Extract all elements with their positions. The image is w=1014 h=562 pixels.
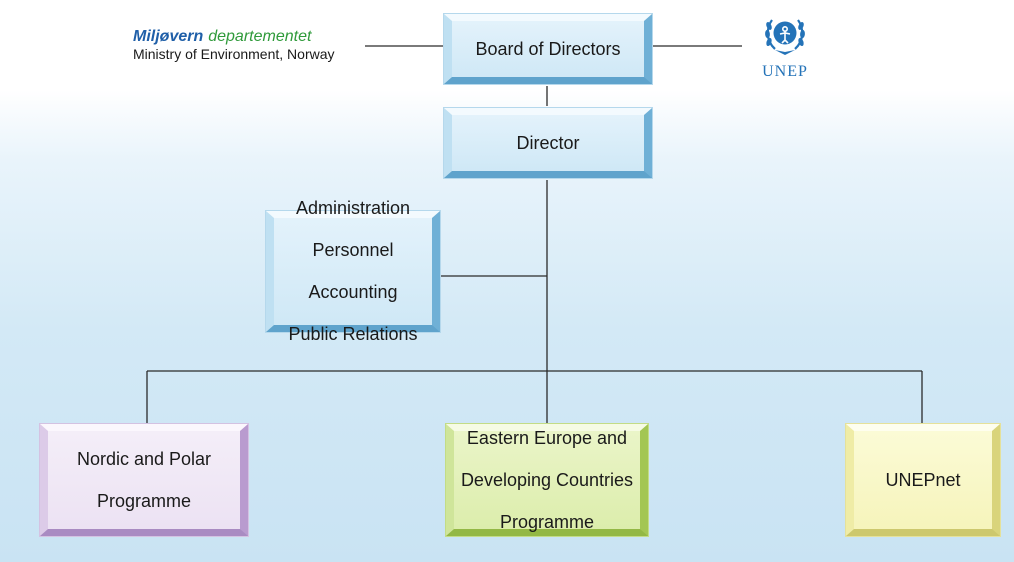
nordic-lines: Nordic and Polar Programme (77, 428, 211, 533)
administration-box: Administration Personnel Accounting Publ… (266, 198, 440, 344)
eastern-line: Developing Countries (460, 469, 634, 490)
nordic-line: Programme (96, 490, 191, 511)
board-of-directors-box: Board of Directors (444, 14, 652, 84)
admin-line: Public Relations (288, 324, 418, 344)
eastern-line: Eastern Europe and (466, 427, 628, 448)
administration-lines: Administration Personnel Accounting Publ… (288, 177, 417, 366)
unepnet-label: UNEPnet (885, 469, 961, 490)
eastern-line: Programme (499, 511, 594, 532)
nordic-line: Nordic and Polar (76, 448, 212, 469)
un-laurel-emblem-icon (765, 19, 805, 55)
eastern-lines: Eastern Europe and Developing Countries … (461, 407, 633, 554)
unep-logo-text: UNEP (762, 63, 808, 80)
admin-line: Administration (295, 198, 411, 218)
director-label: Director (516, 132, 580, 153)
ministry-brand-bold: Miljøvern (133, 28, 204, 45)
ministry-brand-dept: departementet (208, 28, 312, 45)
nordic-polar-programme-box: Nordic and Polar Programme (40, 424, 248, 536)
ministry-subtitle: Ministry of Environment, Norway (133, 46, 335, 62)
eastern-europe-programme-box: Eastern Europe and Developing Countries … (446, 424, 648, 536)
admin-line: Accounting (308, 282, 398, 302)
board-label: Board of Directors (475, 38, 621, 59)
admin-line: Personnel (312, 240, 394, 260)
unep-logo: UNEP (755, 14, 815, 81)
unepnet-box: UNEPnet (846, 424, 1000, 536)
director-box: Director (444, 108, 652, 178)
